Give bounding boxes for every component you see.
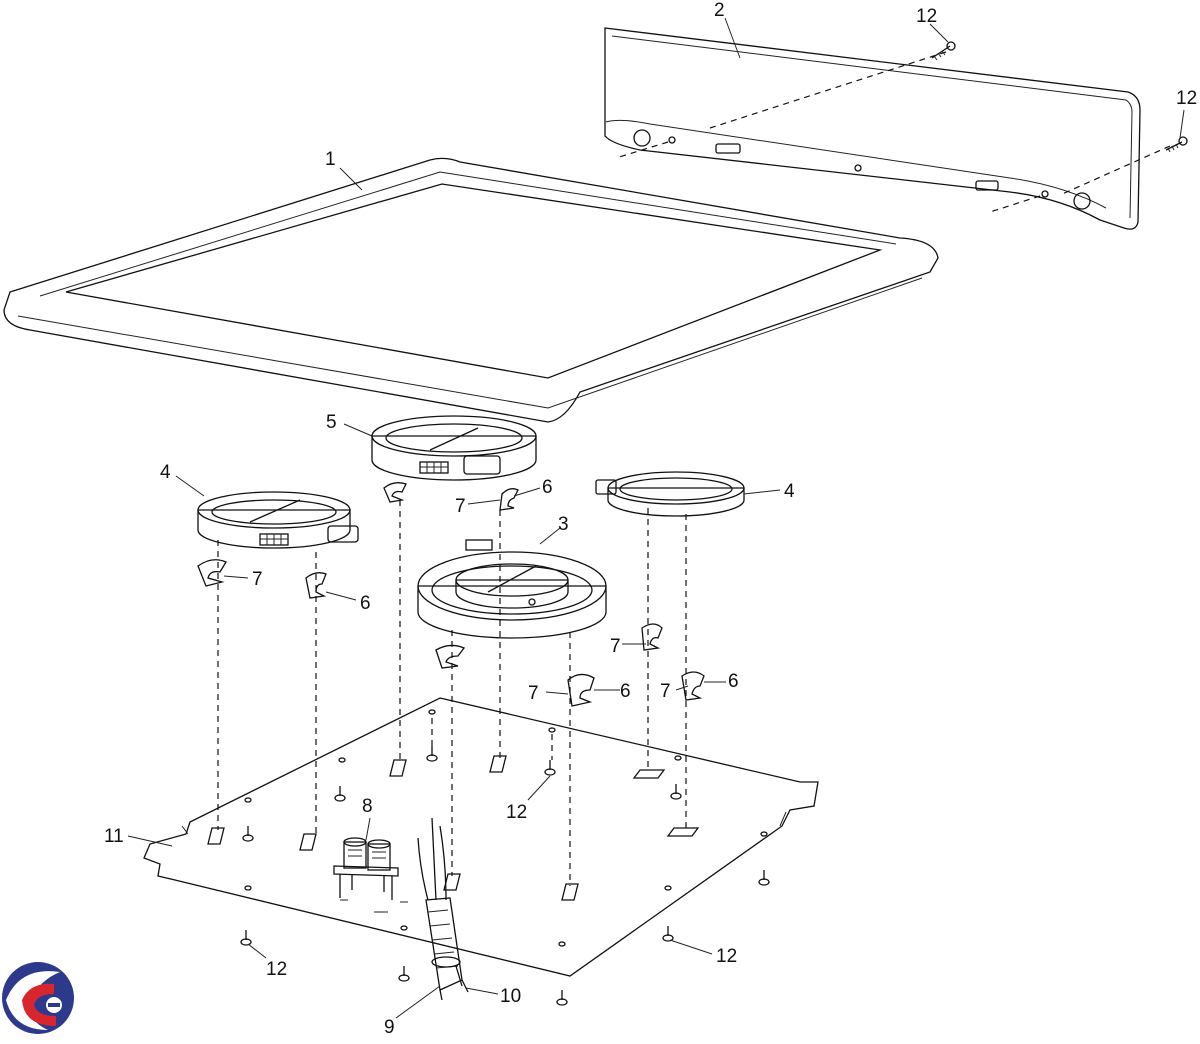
left-element — [197, 491, 359, 549]
callout-8: 8 — [362, 796, 373, 817]
callout-12-top-1: 12 — [916, 6, 937, 27]
callout-6-left: 6 — [360, 593, 371, 614]
callout-6-right: 6 — [728, 671, 739, 692]
callout-7-center: 7 — [528, 683, 539, 704]
callout-4-right: 4 — [784, 481, 795, 502]
callout-2: 2 — [714, 0, 725, 21]
callout-6-rear: 6 — [542, 477, 553, 498]
bracket-icon — [197, 482, 705, 707]
panel-slots — [207, 755, 700, 913]
bottom-panel — [143, 697, 819, 977]
callout-labels: 1 2 3 4 4 5 6 6 6 6 7 7 7 7 7 8 9 10 11 … — [104, 0, 1197, 1038]
callout-6-center: 6 — [620, 681, 631, 702]
right-element — [595, 471, 745, 517]
callout-12-bottom-right: 12 — [716, 946, 737, 967]
panel-holes — [244, 709, 768, 947]
callout-7-right-upper: 7 — [610, 636, 621, 657]
callout-1: 1 — [325, 149, 336, 170]
assembly-guide-lines — [217, 500, 687, 886]
callout-9: 9 — [384, 1017, 395, 1038]
callout-12-bottom-left: 12 — [266, 959, 287, 980]
callout-10: 10 — [500, 986, 521, 1007]
rear-element — [371, 415, 537, 481]
callout-5: 5 — [326, 412, 337, 433]
callout-7-right-lower: 7 — [660, 681, 671, 702]
callout-7-left: 7 — [252, 569, 263, 590]
screw-icon — [931, 41, 956, 61]
brand-logo — [2, 962, 74, 1034]
callout-11: 11 — [104, 826, 124, 847]
large-element — [417, 539, 607, 639]
callout-4-left: 4 — [160, 462, 171, 483]
callout-3: 3 — [558, 514, 569, 535]
callout-7-rear: 7 — [455, 496, 466, 517]
panel-screws — [240, 746, 770, 1006]
power-cord — [417, 817, 469, 1001]
cooktop-glass — [3, 157, 939, 423]
leader-lines — [127, 17, 1185, 1019]
terminal-block — [333, 837, 399, 900]
screw-icon — [1165, 136, 1188, 153]
backguard — [604, 27, 1171, 230]
callout-12-top-2: 12 — [1176, 88, 1197, 109]
callout-12-center: 12 — [506, 802, 527, 823]
